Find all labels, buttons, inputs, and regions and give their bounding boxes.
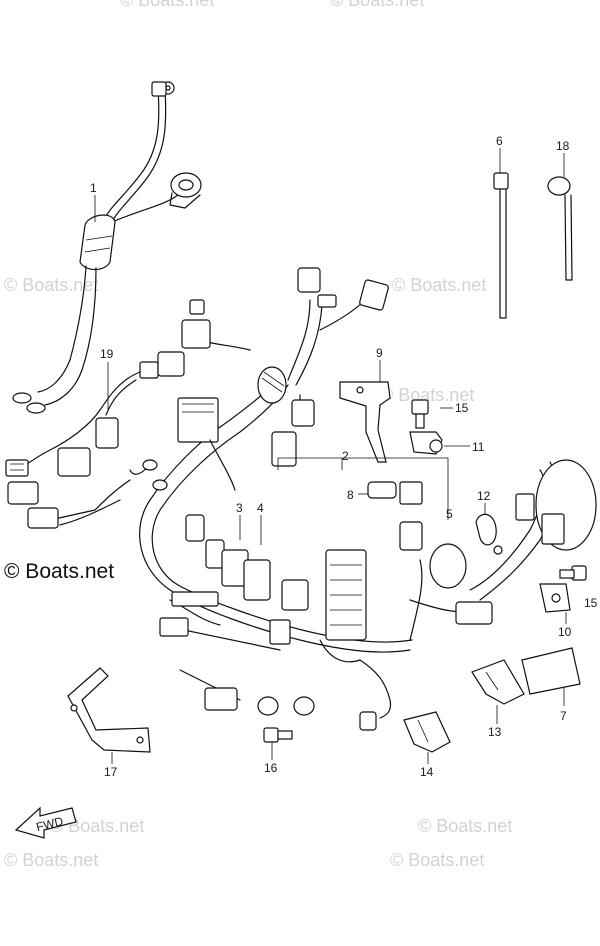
- watermark-top-edge-right: © Boats.net: [330, 0, 424, 10]
- fwd-arrow: FWD: [14, 806, 77, 839]
- part-label-4: 4: [257, 501, 264, 515]
- part-label-6: 6: [496, 134, 503, 148]
- part-label-9: 9: [376, 346, 383, 360]
- part-label-8: 8: [347, 488, 354, 502]
- cable-tie-clip-part: [547, 176, 573, 281]
- part-label-14: 14: [420, 765, 434, 779]
- part-label-10: 10: [558, 625, 572, 639]
- clip-part: [471, 659, 525, 705]
- part-label-16: 16: [264, 761, 278, 775]
- watermark-center-small: © Boats.net: [380, 385, 474, 405]
- band-part: [475, 513, 503, 555]
- insulation-sheet-part: [521, 647, 581, 695]
- main-harness-assembly: [7, 267, 597, 731]
- watermark-top-right: © Boats.net: [392, 275, 486, 295]
- leader-lines: [94, 148, 567, 764]
- bolt-part-top: [411, 399, 429, 429]
- bracket-part: [339, 381, 391, 463]
- part-label-15-top: 15: [455, 401, 469, 415]
- watermark-center: © Boats.net: [390, 850, 484, 870]
- watermark-bottom-left: © Boats.net: [4, 850, 98, 870]
- cable-tie-part: [493, 172, 509, 319]
- part-label-13: 13: [488, 725, 502, 739]
- harness-bracket-part: [67, 667, 151, 753]
- part-label-1: 1: [90, 181, 97, 195]
- part-label-3: 3: [236, 501, 243, 515]
- part-label-7: 7: [560, 709, 567, 723]
- part-label-15-right: 15: [584, 596, 598, 610]
- cable-clamp-part: [409, 431, 443, 455]
- battery-cable-assembly: [12, 81, 202, 414]
- fwd-label: FWD: [35, 814, 65, 834]
- bolt-short-part: [263, 727, 293, 743]
- bolt-part-right: [559, 565, 587, 581]
- watermark-top-edge: © Boats.net: [120, 0, 214, 10]
- part-label-19: 19: [100, 347, 114, 361]
- watermark-top-left: © Boats.net: [4, 275, 98, 295]
- part-label-17: 17: [104, 765, 118, 779]
- part-label-5: 5: [446, 507, 453, 521]
- part-label-18: 18: [556, 139, 570, 153]
- clip-holder-part: [403, 711, 451, 753]
- part-label-11: 11: [472, 440, 485, 454]
- part-label-12: 12: [477, 489, 491, 503]
- clamp-part: [539, 583, 571, 613]
- sub-harness-assembly: [5, 351, 185, 477]
- watermark-left-dark: © Boats.net: [4, 560, 114, 583]
- part-label-2: 2: [342, 449, 349, 463]
- watermark-bottom-right: © Boats.net: [418, 816, 512, 836]
- part-labels: 1 2 3 4 5 6 7 8 9 10 11 12 13 14 15 15 1…: [90, 134, 598, 779]
- relay-cover-part: [367, 481, 423, 505]
